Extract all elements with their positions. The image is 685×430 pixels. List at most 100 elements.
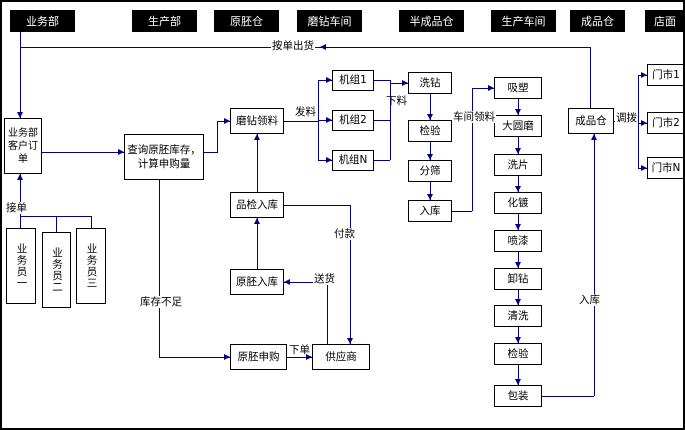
arrowhead-into-unit2	[326, 117, 332, 123]
connector-pack-to-finished	[594, 134, 595, 396]
connector-pack-out	[542, 396, 594, 397]
node-store-n: 门市N	[647, 157, 683, 179]
arrowhead-col-7	[515, 337, 521, 343]
node-qc-warehouse-in: 品检入库	[230, 192, 284, 218]
arrowhead-sieve-in	[427, 194, 433, 200]
arrowhead-qc-to-grind	[254, 134, 260, 140]
connector-query-to-grind	[217, 121, 230, 122]
arrowhead-wash-inspect	[427, 114, 433, 120]
connector-branch-unit2	[318, 120, 332, 121]
node-unload-diamond: 卸钻	[494, 268, 542, 290]
connector-branch-unitn	[318, 160, 332, 161]
arrowhead-col-6	[515, 299, 521, 305]
node-salesman-2: 业务员二	[42, 232, 71, 308]
connector-col-8	[518, 365, 519, 385]
label-receive-order: 接单	[5, 202, 28, 214]
arrowhead-col-1	[515, 109, 521, 115]
arrowhead-delivery-blankin	[284, 279, 290, 285]
connector-col-1	[518, 99, 519, 115]
arrowhead-blankin-to-qc	[254, 218, 260, 224]
connector-query-bend	[217, 121, 218, 152]
node-unit-n: 机组N	[332, 150, 374, 171]
arrowhead-inspect-sieve	[427, 154, 433, 160]
connector-finished-up	[590, 47, 591, 108]
connector-delivery	[284, 282, 327, 283]
connector-col-7	[518, 327, 519, 343]
label-delivery: 送货	[313, 273, 336, 285]
label-payment: 付款	[333, 228, 356, 240]
connector-salesmen-up	[20, 174, 21, 216]
connector-col-6	[518, 290, 519, 305]
label-place-order: 下单	[289, 344, 310, 356]
connector-sieve-to-in	[430, 182, 431, 200]
node-finished-warehouse: 成品仓	[568, 108, 614, 134]
arrowhead-into-finished	[591, 134, 597, 140]
node-supplier: 供应商	[312, 344, 370, 370]
arrowhead-col-4	[515, 224, 521, 230]
arrowhead-payment-supplier	[347, 338, 353, 344]
node-blank-purchase: 原胚申购	[230, 344, 287, 370]
arrowhead-into-wash	[402, 80, 408, 86]
node-unit-1: 机组1	[332, 70, 374, 91]
connector-qc-payment	[284, 205, 350, 206]
node-packing: 包装	[494, 385, 542, 407]
connector-units-trunk-in	[318, 80, 319, 160]
node-wash-piece: 洗片	[494, 154, 542, 176]
connector-payment-down	[350, 205, 351, 344]
node-inspect-final: 检验	[494, 343, 542, 365]
arrowhead-into-storen	[641, 165, 647, 171]
lane-production-workshop: 生产车间	[491, 10, 556, 32]
connector-insufficient-down	[159, 179, 160, 357]
arrowhead-salesmen-to-order	[17, 174, 23, 180]
arrowhead-col-2	[515, 148, 521, 154]
connector-drop-s1	[20, 216, 21, 228]
connector-branch-unit1	[318, 80, 332, 81]
arrowhead-into-purchase	[224, 354, 230, 360]
connector-ship-down	[20, 47, 21, 118]
connector-qc-to-grind	[257, 134, 258, 192]
connector-col-3	[518, 176, 519, 192]
connector-unitn-out	[374, 160, 390, 161]
node-blank-warehouse-in: 原胚入库	[230, 269, 284, 295]
label-warehouse-in: 入库	[578, 294, 601, 306]
arrowhead-col-8	[515, 379, 521, 385]
node-sieve: 分筛	[408, 160, 452, 182]
arrowhead-into-vacuum	[488, 85, 494, 91]
connector-purchase-to-supplier	[287, 357, 312, 358]
connector-unit2-out	[374, 120, 390, 121]
lane-raw-blank-warehouse: 原胚仓	[214, 10, 279, 32]
connector-col-4	[518, 214, 519, 230]
arrowhead-into-query	[118, 149, 124, 155]
connector-lane-stub	[20, 32, 21, 47]
connector-salesmen-trunk	[20, 216, 91, 217]
lane-storefront: 店面	[645, 10, 683, 32]
node-unit-2: 机组2	[332, 110, 374, 131]
lane-grinding-workshop: 磨钻车间	[297, 10, 362, 32]
connector-inspect-to-sieve	[430, 142, 431, 160]
lane-semi-finished-warehouse: 半成品仓	[399, 10, 464, 32]
node-wash-diamond: 洗钻	[408, 72, 452, 94]
connector-unit1-out	[374, 80, 390, 81]
connector-col-2	[518, 137, 519, 154]
connector-drop-s2	[56, 216, 57, 232]
arrowhead-order-supplier	[306, 354, 312, 360]
lane-production-dept: 生产部	[132, 10, 197, 32]
node-inspect-semi: 检验	[408, 120, 452, 142]
node-store-2: 门市2	[647, 112, 683, 134]
label-issue-material: 发料	[295, 106, 316, 118]
node-big-round-grind: 大圆磨	[494, 115, 542, 137]
connector-blankin-to-qc	[257, 218, 258, 269]
node-plating: 化镀	[494, 192, 542, 214]
arrowhead-into-order	[17, 112, 23, 118]
connector-col-5	[518, 252, 519, 268]
label-transfer: 调拨	[615, 112, 638, 124]
connector-wash-to-inspect	[430, 94, 431, 120]
node-spray-paint: 喷漆	[494, 230, 542, 252]
connector-semiin-out	[452, 211, 472, 212]
connector-query-out	[204, 152, 218, 153]
connector-stores-trunk	[638, 75, 639, 168]
arrowhead-into-grind	[224, 118, 230, 124]
node-salesman-1: 业务员一	[6, 228, 36, 304]
label-ship-by-order: 按单出货	[271, 40, 315, 52]
connector-workshop-requisition	[472, 88, 473, 211]
